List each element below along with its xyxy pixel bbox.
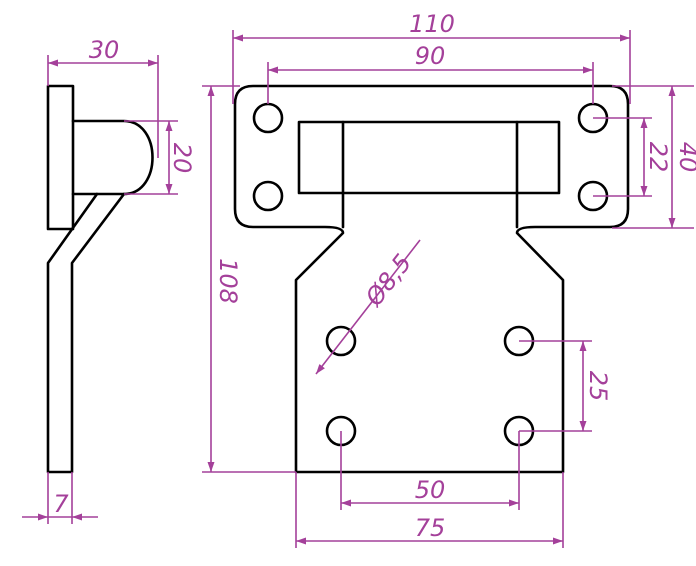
dim-label-25: 25 [584, 371, 612, 402]
dimension-22: 22 [593, 117, 672, 197]
dim-label-diameter: Ø8,5 [359, 249, 417, 312]
bracket-outline [233, 84, 630, 474]
dimension-75: 75 [295, 472, 564, 548]
dimension-25: 25 [519, 340, 612, 432]
side-boss [71, 119, 154, 196]
mount-hole-lower-left [325, 325, 357, 357]
dimension-30: 30 [47, 36, 159, 158]
side-bracket-arm [46, 192, 126, 474]
front-view [233, 84, 630, 474]
dim-label-30: 30 [89, 36, 120, 64]
dimension-110: 110 [232, 10, 631, 104]
dim-label-110: 110 [409, 10, 455, 38]
dim-label-108: 108 [214, 258, 242, 304]
dim-label-50: 50 [415, 476, 446, 504]
dimension-50: 50 [340, 431, 520, 510]
dim-label-7: 7 [53, 490, 69, 518]
dimension-40: 40 [612, 85, 696, 229]
dim-label-22: 22 [644, 142, 672, 173]
slot-outline [297, 120, 561, 195]
dim-label-20: 20 [168, 143, 196, 174]
dim-label-90: 90 [415, 42, 446, 70]
dimension-90: 90 [267, 42, 594, 104]
dimension-20: 20 [124, 120, 196, 195]
side-flange-plate [46, 84, 75, 231]
mount-hole-mid-left [252, 180, 284, 212]
mount-hole-top-left [252, 102, 284, 134]
dim-label-40: 40 [674, 142, 696, 173]
dimension-108: 108 [202, 85, 296, 473]
side-view [46, 84, 154, 474]
dimension-hole-diameter: Ø8,5 [315, 239, 421, 375]
dimension-7: 7 [22, 472, 98, 524]
dim-label-75: 75 [415, 514, 446, 542]
